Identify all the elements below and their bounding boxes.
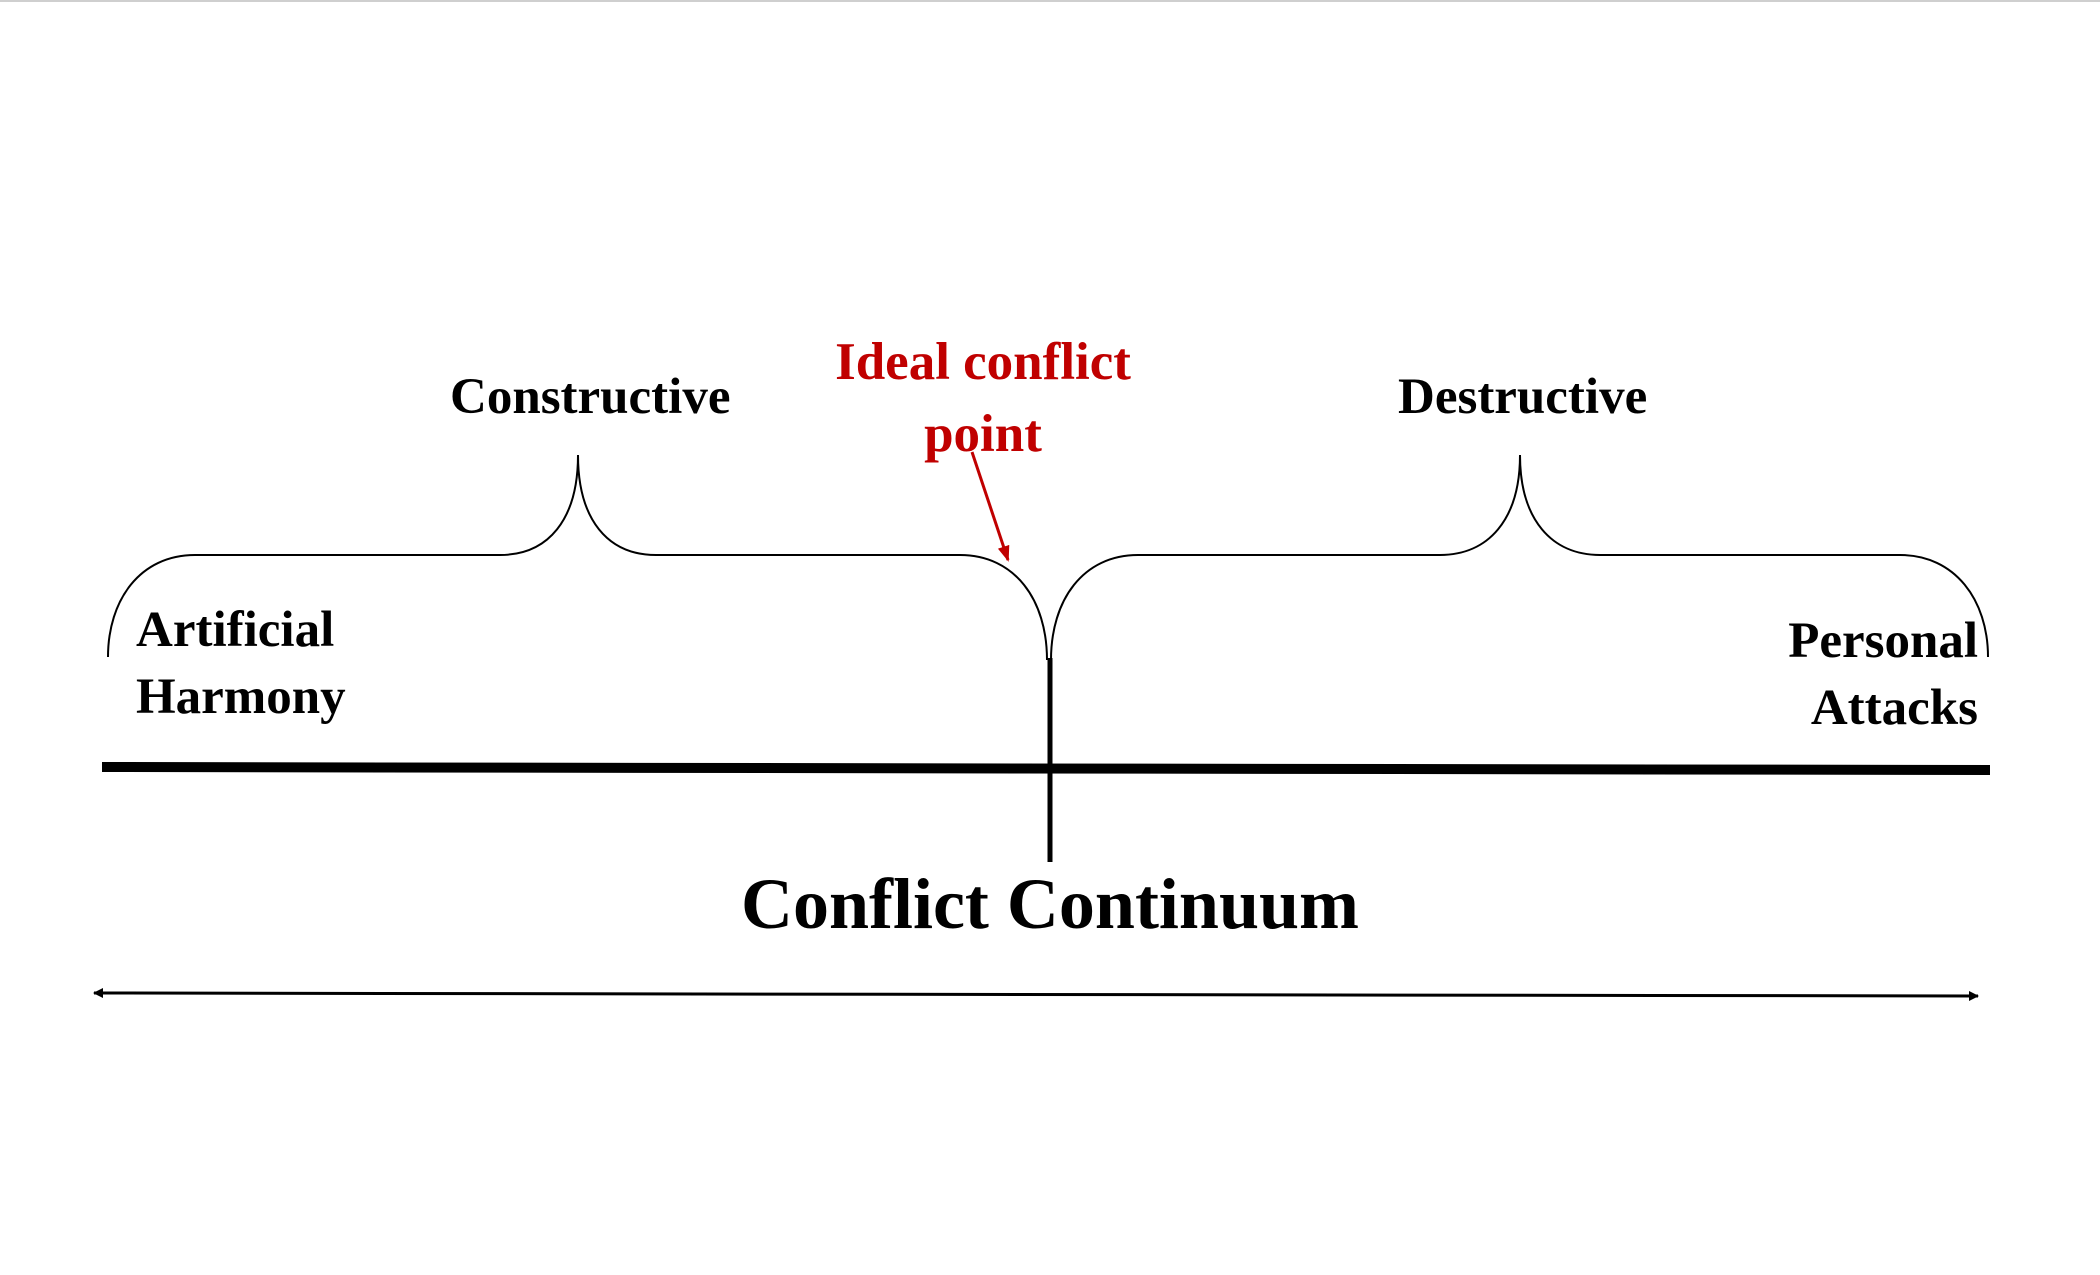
ideal-point-arrow (970, 451, 1010, 562)
ideal-point-label-line2: point (924, 405, 1042, 463)
diagram-title: Conflict Continuum (740, 864, 1360, 944)
right-end-label-line2: Attacks (1810, 680, 1978, 736)
right-end-label-line1: Personal (1788, 613, 1978, 669)
ideal-point-label-line1: Ideal conflict (835, 333, 1131, 391)
left-end-label-line2: Harmony (136, 669, 346, 725)
left-end-label-line1: Artificial (136, 602, 335, 658)
right-end-label: Personal Attacks (1600, 608, 1978, 742)
destructive-label: Destructive (1398, 369, 1648, 425)
constructive-label: Constructive (450, 369, 731, 425)
continuum-double-arrow (93, 988, 1979, 1001)
constructive-brace (107, 454, 1048, 661)
destructive-brace (1050, 454, 1989, 661)
top-border (0, 0, 2100, 2)
ideal-point-label: Ideal conflict point (783, 326, 1183, 470)
continuum-line (101, 762, 1991, 775)
left-end-label: Artificial Harmony (136, 597, 346, 731)
